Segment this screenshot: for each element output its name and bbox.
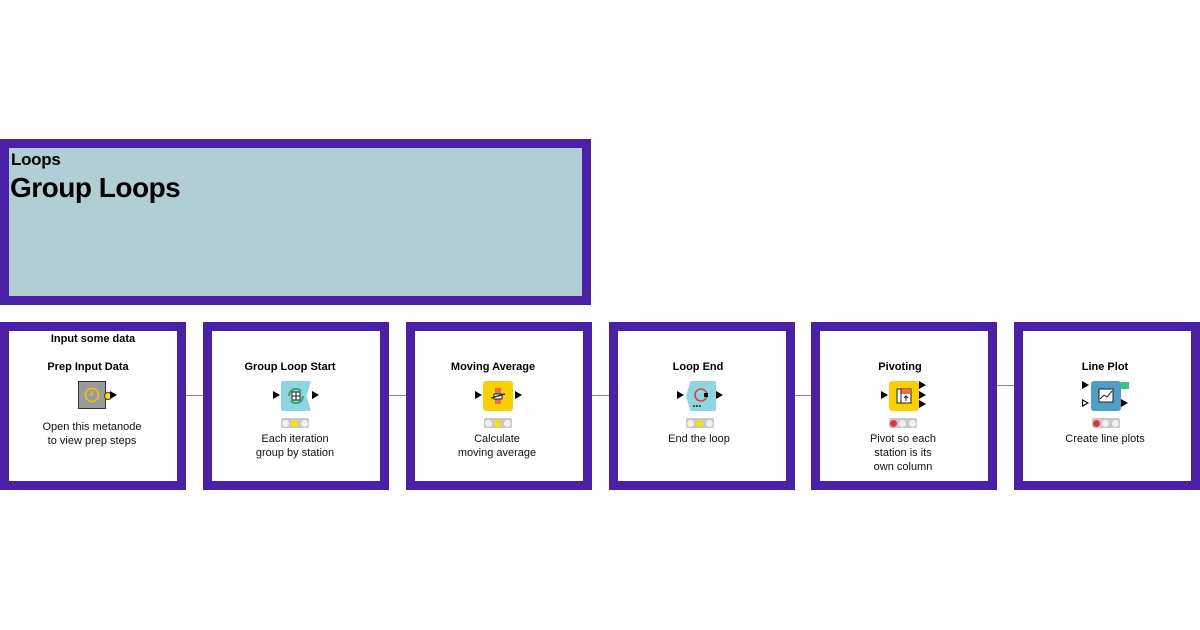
connection-2[interactable] xyxy=(318,395,483,396)
status-indicator xyxy=(484,418,512,428)
connection-1[interactable] xyxy=(110,395,280,396)
node-loop-end[interactable] xyxy=(686,381,716,411)
node-title-prep-input-data: Prep Input Data xyxy=(47,361,129,373)
node-title-loop-end: Loop End xyxy=(672,361,724,373)
annotation-title: Group Loops xyxy=(10,172,181,203)
output-port-image[interactable] xyxy=(1121,382,1129,389)
output-port-3[interactable] xyxy=(919,400,926,408)
line-plot-icon xyxy=(1098,388,1114,403)
node-desc-line-plot: Create line plots xyxy=(1065,433,1145,445)
status-indicator xyxy=(1092,418,1120,428)
node-group-loop-start[interactable] xyxy=(281,381,311,411)
output-port-view[interactable] xyxy=(1121,399,1128,407)
input-port[interactable] xyxy=(677,391,684,399)
workflow-title-annotation[interactable]: Loops Group Loops xyxy=(0,139,591,305)
output-port[interactable] xyxy=(515,391,522,399)
input-port[interactable] xyxy=(273,391,280,399)
connection-5[interactable] xyxy=(925,385,1082,386)
input-port-color[interactable] xyxy=(1082,399,1089,407)
output-port[interactable] xyxy=(312,391,319,399)
box-label: Input some data xyxy=(50,333,136,345)
input-port-data[interactable] xyxy=(1082,381,1089,389)
connection-4[interactable] xyxy=(722,395,888,396)
node-desc-loop-end: End the loop xyxy=(668,433,730,445)
node-desc-group-loop-start: Each iteration group by station xyxy=(255,433,335,459)
node-line-plot[interactable] xyxy=(1091,381,1121,411)
node-desc-prep: Open this metanode to view prep steps xyxy=(42,421,142,447)
node-title-pivoting: Pivoting xyxy=(878,361,922,373)
output-port[interactable] xyxy=(110,391,117,399)
output-port[interactable] xyxy=(716,391,723,399)
loop-end-icon xyxy=(693,388,708,407)
status-indicator xyxy=(686,418,714,428)
output-port-1[interactable] xyxy=(919,381,926,389)
node-title-group-loop-start: Group Loop Start xyxy=(244,361,336,373)
input-port[interactable] xyxy=(475,391,482,399)
pivot-icon xyxy=(896,388,912,404)
clock-icon xyxy=(84,387,100,403)
connection-3[interactable] xyxy=(520,395,686,396)
node-title-moving-average: Moving Average xyxy=(450,361,536,373)
metanode-prep-input-data[interactable] xyxy=(78,381,106,409)
node-desc-moving-average: Calculate moving average xyxy=(457,433,537,459)
output-port-2[interactable] xyxy=(919,391,926,399)
node-moving-average[interactable] xyxy=(483,381,513,411)
node-pivoting[interactable] xyxy=(889,381,919,411)
status-indicator xyxy=(889,418,917,428)
moving-average-icon xyxy=(490,388,506,404)
node-desc-pivoting: Pivot so each station is its own column xyxy=(869,433,937,473)
annotation-subtitle: Loops xyxy=(11,150,61,169)
status-indicator xyxy=(281,418,309,428)
group-loop-icon xyxy=(287,387,305,405)
node-title-line-plot: Line Plot xyxy=(1081,361,1129,373)
input-port[interactable] xyxy=(881,391,888,399)
